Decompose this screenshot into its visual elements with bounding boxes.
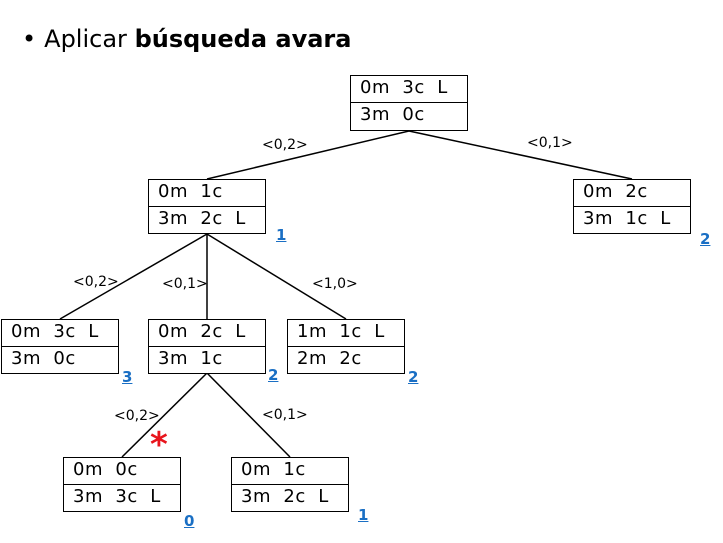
slide-title: •Aplicar búsqueda avara — [22, 24, 351, 54]
heuristic-n12: 2 — [268, 366, 279, 384]
edge-n1-n11 — [59, 233, 208, 320]
node-n12-bottom: 3m 1c — [158, 347, 223, 369]
node-root-top: 0m 3c L — [351, 76, 467, 103]
node-n11: 0m 3c L 3m 0c — [1, 319, 119, 374]
edge-label-root-n2: <0,1> — [527, 135, 573, 151]
node-n121-top: 0m 0c — [64, 458, 180, 485]
heuristic-n1: 1 — [276, 226, 287, 244]
node-n13-top: 1m 1c L — [288, 320, 404, 347]
node-n122-top: 0m 1c — [232, 458, 348, 485]
node-n1-top: 0m 1c — [149, 180, 265, 207]
node-n121: 0m 0c 3m 3c L — [63, 457, 181, 512]
node-n11-top: 0m 3c L — [2, 320, 118, 347]
heuristic-n121: 0 — [184, 512, 195, 530]
heuristic-n2: 2 — [700, 230, 711, 248]
node-n122-bottom: 3m 2c L — [241, 485, 329, 507]
heuristic-n122: 1 — [358, 506, 369, 524]
node-n13: 1m 1c L 2m 2c — [287, 319, 405, 374]
edge-n12-n122 — [206, 372, 291, 458]
edge-label-root-n1: <0,2> — [262, 137, 308, 153]
title-prefix: Aplicar — [44, 25, 127, 53]
edge-root-n2 — [408, 130, 633, 180]
node-n2: 0m 2c 3m 1c L — [573, 179, 691, 234]
title-bold: búsqueda avara — [134, 25, 352, 53]
heuristic-n13: 2 — [408, 368, 419, 386]
bullet-point: • — [22, 25, 37, 53]
node-n1-bottom: 3m 2c L — [158, 207, 246, 229]
node-n1: 0m 1c 3m 2c L — [148, 179, 266, 234]
node-n2-bottom: 3m 1c L — [583, 207, 671, 229]
edge-label-n1-n11: <0,2> — [73, 274, 119, 290]
node-n12: 0m 2c L 3m 1c — [148, 319, 266, 374]
goal-star-marker: * — [150, 425, 168, 465]
edge-label-n12-n122: <0,1> — [262, 407, 308, 423]
edge-label-n12-n121: <0,2> — [114, 408, 160, 424]
node-n122: 0m 1c 3m 2c L — [231, 457, 349, 512]
node-root: 0m 3c L 3m 0c — [350, 75, 468, 131]
edge-root-n1 — [206, 130, 410, 180]
node-n2-top: 0m 2c — [574, 180, 690, 207]
node-n12-top: 0m 2c L — [149, 320, 265, 347]
node-n121-bottom: 3m 3c L — [73, 485, 161, 507]
heuristic-n11: 3 — [122, 368, 133, 386]
node-n11-bottom: 3m 0c — [11, 347, 76, 369]
edge-n12-n121 — [121, 372, 208, 458]
edge-n1-n13 — [206, 233, 347, 320]
node-root-bottom: 3m 0c — [360, 104, 425, 125]
edge-label-n1-n13: <1,0> — [312, 276, 358, 292]
node-n13-bottom: 2m 2c — [297, 347, 362, 369]
edge-label-n1-n12: <0,1> — [162, 276, 208, 292]
